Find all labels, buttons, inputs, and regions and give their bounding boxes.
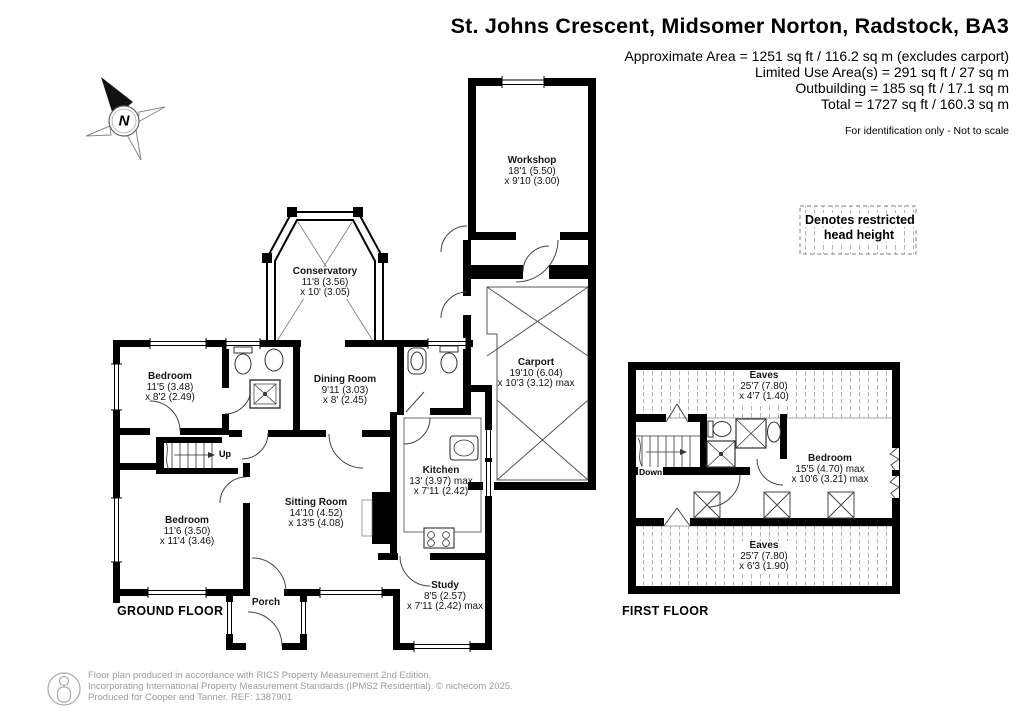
window	[501, 76, 545, 88]
area-line: Outbuilding = 185 sq ft / 17.1 sq m	[795, 80, 1009, 96]
room-label-sitting-room: Sitting Room 14'10 (4.52) x 13'5 (4.08)	[284, 497, 348, 529]
area-line: Limited Use Area(s) = 291 sq ft / 27 sq …	[754, 64, 1009, 80]
skylights	[693, 491, 855, 519]
room-label-conservatory: Conservatory 11'8 (3.56) x 10' (3.05)	[290, 266, 360, 299]
conservatory-opening	[301, 339, 345, 348]
room-label-porch: Porch	[251, 597, 281, 608]
compass-icon	[85, 77, 166, 161]
workshop-door-arc	[515, 239, 559, 283]
toilet-icon	[233, 346, 253, 354]
first-floor-title: FIRST FLOOR	[622, 604, 709, 618]
ff-bathroom-fixtures	[706, 418, 781, 468]
header: St. Johns Crescent, Midsomer Norton, Rad…	[451, 14, 1009, 137]
room-label-dining-room: Dining Room 9'11 (3.03) x 8' (2.45)	[313, 374, 377, 406]
door-arc	[522, 245, 550, 273]
sink-icon	[264, 348, 284, 372]
area-line: Approximate Area = 1251 sq ft / 116.2 sq…	[624, 48, 1009, 64]
first-floor-plan	[628, 362, 900, 594]
stairs-up-label: Up	[219, 449, 231, 459]
room-label-workshop: Workshop 18'1 (5.50) x 9'10 (3.00)	[504, 155, 560, 187]
ground-floor-plan	[111, 76, 596, 652]
kitchen-fixtures	[403, 417, 482, 549]
north-label: N	[118, 112, 130, 130]
wc-fixtures	[407, 345, 459, 375]
footer: Floor plan produced in accordance with R…	[88, 670, 513, 703]
stairs-down	[636, 435, 700, 467]
sink-icon	[767, 421, 781, 443]
room-label-bedroom2: Bedroom 11'6 (3.50) x 11'4 (3.46)	[159, 515, 215, 547]
bathroom-fixtures	[233, 346, 284, 409]
room-label-eaves-bottom: Eaves 25'7 (7.80) x 6'3 (1.90)	[737, 540, 791, 573]
door-arc	[440, 291, 468, 319]
workshop-walls	[468, 76, 596, 242]
room-label-eaves-top: Eaves 25'7 (7.80) x 4'7 (1.40)	[737, 370, 791, 403]
page-title: St. Johns Crescent, Midsomer Norton, Rad…	[450, 14, 1009, 38]
stairs-down-label: Down	[638, 467, 664, 477]
windows	[111, 338, 494, 652]
ff-doors	[707, 458, 784, 508]
room-label-kitchen: Kitchen 13' (3.97) max x 7'11 (2.42)	[409, 465, 473, 497]
eaves-doors	[663, 403, 691, 527]
room-label-carport: Carport 19'10 (6.04) x 10'3 (3.12) max	[497, 357, 575, 389]
footer-line: Incorporating International Property Mea…	[88, 681, 513, 692]
passage-walls	[440, 225, 596, 415]
disclaimer: For identification only - Not to scale	[845, 125, 1009, 137]
door-gap	[516, 228, 560, 242]
fireplace	[372, 492, 390, 544]
person-logo-icon	[47, 672, 81, 706]
ground-floor-title: GROUND FLOOR	[117, 604, 224, 618]
room-label-bedroom1: Bedroom 11'5 (3.48) x 8'2 (2.49)	[145, 371, 195, 403]
ff-walls	[628, 414, 892, 526]
stairs-up	[164, 439, 215, 471]
area-summary: Approximate Area = 1251 sq ft / 116.2 sq…	[451, 48, 1009, 112]
legend-restricted-head-height: Denotes restricted head height	[803, 213, 917, 242]
conservatory-walls	[262, 207, 388, 345]
footer-line: Floor plan produced in accordance with R…	[88, 670, 432, 681]
wall-niches	[886, 447, 900, 499]
doors	[149, 239, 559, 652]
footer-line: Produced for Cooper and Tanner. REF: 138…	[88, 692, 293, 703]
toilet-icon	[439, 345, 459, 353]
room-label-study: Study 8'5 (2.57) x 7'11 (2.42) max	[406, 580, 484, 612]
door-arc	[440, 225, 468, 253]
room-label-ff-bedroom: Bedroom 15'5 (4.70) max x 10'6 (3.21) ma…	[791, 453, 869, 485]
area-line: Total = 1727 sq ft / 160.3 sq m	[821, 96, 1009, 112]
hearth	[361, 499, 373, 537]
